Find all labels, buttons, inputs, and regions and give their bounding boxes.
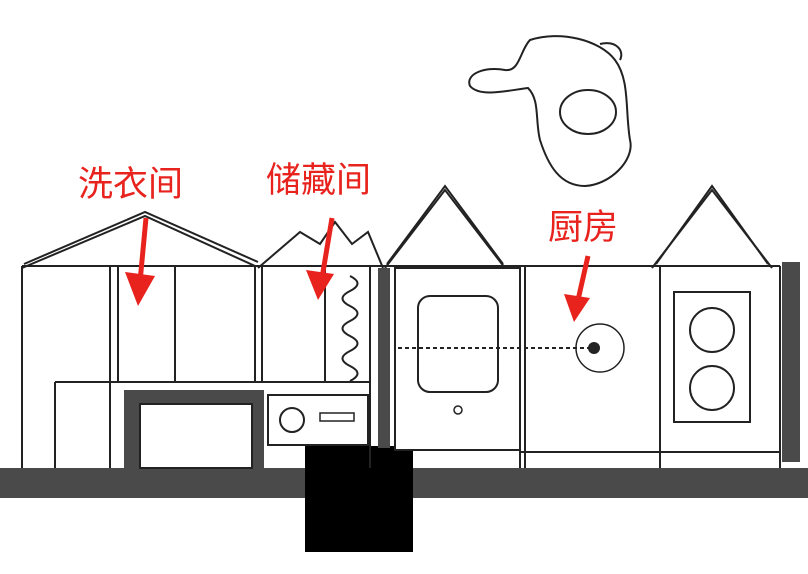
lamp-bulb [588, 342, 600, 354]
arrow-storage [306, 217, 335, 300]
lamp-shade [575, 323, 625, 373]
laundry-cabinet-door [139, 403, 253, 469]
sink-basin [417, 295, 499, 393]
label-laundry-room: 洗衣间 [78, 165, 184, 205]
burner-top [689, 307, 735, 353]
label-kitchen: 厨房 [548, 208, 619, 248]
label-storage-room: 储藏间 [266, 161, 372, 201]
cooktop-panel [673, 291, 751, 423]
right-wall-column [782, 262, 800, 462]
kitchen-cabinet [394, 267, 521, 451]
appliance-panel [319, 412, 355, 422]
arrow-laundry [125, 217, 155, 306]
arrow-kitchen [564, 255, 591, 322]
roof-lines [21, 184, 773, 269]
burner-bottom [689, 365, 735, 411]
wall-column [378, 268, 390, 448]
annotation-arrows [125, 217, 591, 322]
foundation-block [305, 446, 413, 552]
appliance-dial [279, 407, 305, 433]
cabinet-knob [453, 405, 463, 415]
coil-radiator [341, 275, 359, 382]
storage-appliance [267, 394, 369, 446]
person-figure [468, 35, 632, 188]
